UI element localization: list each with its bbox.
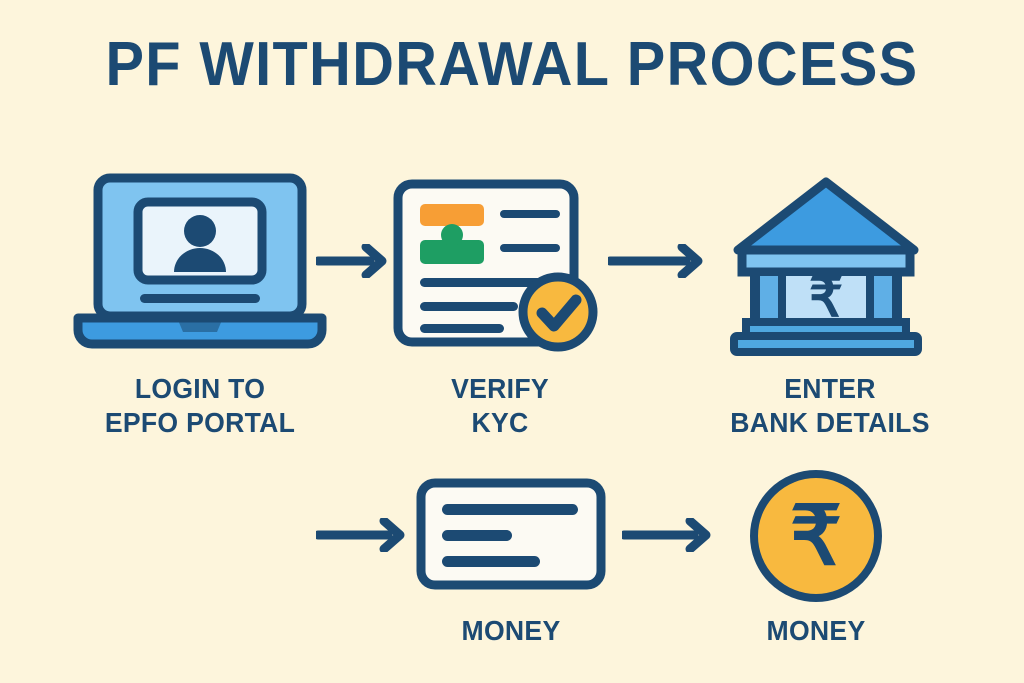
kyc-document-icon: [392, 178, 604, 354]
laptop-user-icon: [70, 172, 330, 352]
step-label-login: LOGIN TO EPFO PORTAL: [48, 372, 352, 440]
money-card-icon: [416, 478, 606, 590]
arrow-right-icon-2: [605, 242, 704, 280]
step-label-login-line-1: LOGIN TO: [134, 373, 266, 404]
step-label-bank-line-2: BANK DETAILS: [730, 407, 930, 439]
step-label-claim: MONEY: [416, 614, 606, 648]
step-label-bank: ENTER BANK DETAILS: [697, 372, 963, 440]
arrow-right-icon-3: [313, 516, 406, 554]
rupee-coin-icon: ₹: [748, 468, 884, 604]
step-label-payout: MONEY: [721, 614, 911, 648]
page-title: PF WITHDRAWAL PROCESS: [105, 30, 919, 99]
step-label-kyc: VERIFY KYC: [377, 372, 624, 440]
svg-text:₹: ₹: [790, 491, 842, 582]
arrow-right-icon-1: [313, 242, 388, 280]
arrow-right-icon-4: [619, 516, 712, 554]
step-label-kyc-line-2: KYC: [471, 407, 529, 439]
bank-rupee-icon: ₹: [726, 174, 926, 356]
step-label-payout-line-1: MONEY: [766, 615, 866, 646]
step-label-claim-line-1: MONEY: [461, 615, 561, 646]
step-label-bank-line-1: ENTER: [784, 373, 876, 404]
step-label-login-line-2: EPFO PORTAL: [104, 407, 296, 439]
step-label-kyc-line-1: VERIFY: [451, 373, 549, 404]
